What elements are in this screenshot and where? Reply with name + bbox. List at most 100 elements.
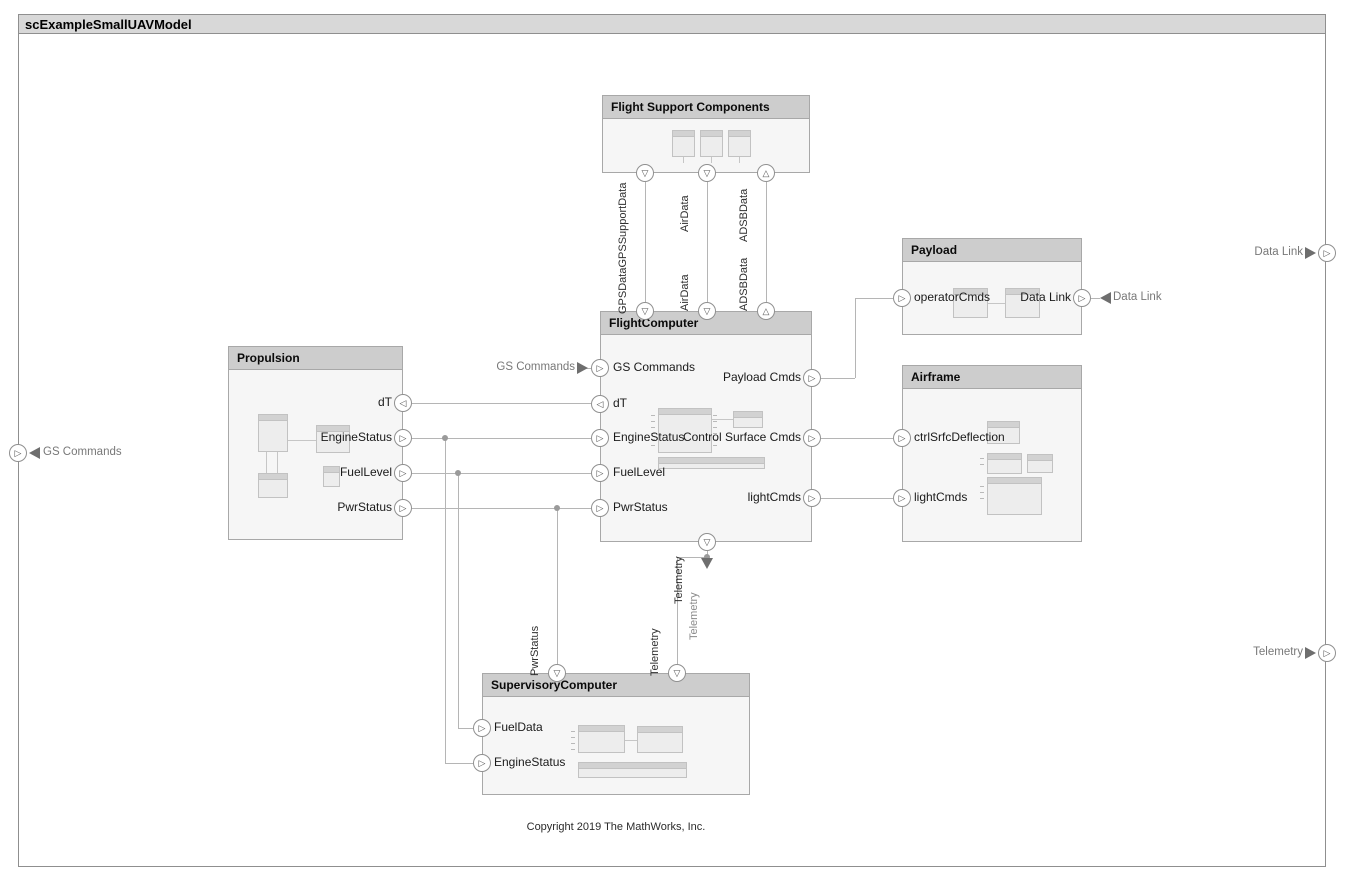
mini-block-wide: [578, 762, 687, 778]
line-label-pwrstatus: PwrStatus: [529, 625, 541, 676]
port-label: PwrStatus: [337, 500, 392, 514]
connector-enginestatus[interactable]: [412, 438, 591, 439]
triangle-left-icon: ◁: [399, 397, 407, 408]
boundary-port-gscommands[interactable]: ▷: [9, 444, 27, 462]
port-fc-fuellevel[interactable]: ▷: [591, 464, 609, 482]
mini-connector: [266, 452, 267, 473]
triangle-up-icon: △: [762, 305, 770, 316]
triangle-down-icon: ▽: [641, 167, 649, 178]
mini-block-tailboom: [987, 477, 1042, 515]
connector-payloadcmds[interactable]: [855, 298, 893, 299]
port-airframe-lightcmds[interactable]: ▷: [893, 489, 911, 507]
triangle-left-icon: ◁: [596, 398, 604, 409]
mini-block: [953, 288, 988, 318]
signal-arrow-icon: [1305, 647, 1316, 659]
mini-port-ticks: [571, 731, 575, 751]
connector-adsbdata[interactable]: [766, 182, 767, 302]
mini-block-engine: [258, 414, 288, 452]
port-payload-operatorcmds[interactable]: ▷: [893, 289, 911, 307]
port-label: GS Commands: [613, 360, 696, 374]
connector-pwrstatus[interactable]: [412, 508, 591, 509]
port-fc-dt[interactable]: ◁: [591, 395, 609, 413]
line-label-telemetry-tap: Telemetry: [688, 592, 700, 640]
triangle-right-icon: ▷: [808, 432, 816, 443]
port-sc-pwrstatus[interactable]: ▽: [548, 664, 566, 682]
port-fc-airdata-top[interactable]: ▽: [698, 302, 716, 320]
port-fsc-gpssupportdata[interactable]: ▽: [636, 164, 654, 182]
block-title: Propulsion: [229, 347, 402, 370]
connector-telemetry[interactable]: [677, 557, 707, 558]
port-airframe-ctrlsrfcdeflection[interactable]: ▷: [893, 429, 911, 447]
connector-pwrstatus-branch[interactable]: [557, 508, 558, 664]
connector-fuellevel-branch[interactable]: [458, 728, 473, 729]
port-fc-pwrstatus[interactable]: ▷: [591, 499, 609, 517]
port-fsc-airdata[interactable]: ▽: [698, 164, 716, 182]
mini-connector: [988, 303, 1005, 304]
connector-label-gscommands: GS Commands: [496, 361, 575, 373]
port-fc-payloadcmds[interactable]: ▷: [803, 369, 821, 387]
mini-block: [700, 130, 723, 157]
connector-datalink-stub[interactable]: [1091, 298, 1100, 299]
block-payload[interactable]: Payload: [902, 238, 1082, 335]
line-label-telemetry: Telemetry: [673, 556, 685, 604]
connector-lightcmds[interactable]: [821, 498, 893, 499]
port-fc-gpsdata-top[interactable]: ▽: [636, 302, 654, 320]
port-label: Control Surface Cmds: [682, 430, 801, 444]
port-fc-enginestatus[interactable]: ▷: [591, 429, 609, 447]
triangle-right-icon: ▷: [898, 492, 906, 503]
junction-dot: [442, 435, 448, 441]
boundary-port-datalink[interactable]: ▷: [1318, 244, 1336, 262]
connector-enginestatus-branch[interactable]: [445, 763, 473, 764]
connector-telemetry[interactable]: [677, 557, 678, 664]
connector-ctrlsurfacecmds[interactable]: [821, 438, 893, 439]
block-title: Airframe: [903, 366, 1081, 389]
connector-fuellevel-branch[interactable]: [458, 473, 459, 728]
line-label-adsbdata-top: ADSBData: [738, 188, 750, 242]
port-fc-adsbdata-top[interactable]: △: [757, 302, 775, 320]
mini-block-wide: [658, 457, 765, 469]
mini-block-wings: [987, 421, 1020, 444]
port-label: EngineStatus: [320, 430, 392, 444]
line-label-airdata-top: AirData: [679, 195, 691, 232]
mini-block-powermodule: [316, 425, 350, 453]
connector-payloadcmds[interactable]: [821, 378, 855, 379]
triangle-right-icon: ▷: [399, 432, 407, 443]
block-flight-computer[interactable]: FlightComputer: [600, 311, 812, 542]
junction-dot: [704, 554, 710, 560]
triangle-right-icon: ▷: [14, 447, 22, 458]
block-title: FlightComputer: [601, 312, 811, 335]
port-sc-enginestatus[interactable]: ▷: [473, 754, 491, 772]
port-fc-telemetry[interactable]: ▽: [698, 533, 716, 551]
port-sc-telemetry[interactable]: ▽: [668, 664, 686, 682]
port-fc-controlsurfacecmds[interactable]: ▷: [803, 429, 821, 447]
port-label: dT: [377, 395, 392, 409]
boundary-port-telemetry[interactable]: ▷: [1318, 644, 1336, 662]
port-payload-datalink[interactable]: ▷: [1073, 289, 1091, 307]
triangle-right-icon: ▷: [596, 432, 604, 443]
port-prop-enginestatus[interactable]: ▷: [394, 429, 412, 447]
block-title: Flight Support Components: [603, 96, 809, 119]
triangle-right-icon: ▷: [898, 292, 906, 303]
port-fsc-adsbdata[interactable]: △: [757, 164, 775, 182]
connector-dt[interactable]: [412, 403, 591, 404]
connector-fuellevel[interactable]: [412, 473, 591, 474]
port-prop-pwrstatus[interactable]: ▷: [394, 499, 412, 517]
connector-payloadcmds[interactable]: [855, 298, 856, 378]
connector-gpsdata[interactable]: [645, 182, 646, 302]
port-sc-fueldata[interactable]: ▷: [473, 719, 491, 737]
port-label: FuelData: [494, 720, 543, 734]
block-propulsion[interactable]: Propulsion: [228, 346, 403, 540]
port-label: Payload Cmds: [722, 370, 801, 384]
connector-enginestatus-branch[interactable]: [445, 438, 446, 763]
port-label: dT: [613, 396, 628, 410]
mini-block: [672, 130, 695, 157]
line-label-airdata-bottom: AirData: [679, 274, 691, 311]
port-fc-lightcmds[interactable]: ▷: [803, 489, 821, 507]
port-prop-fuellevel[interactable]: ▷: [394, 464, 412, 482]
port-prop-dt[interactable]: ◁: [394, 394, 412, 412]
triangle-right-icon: ▷: [1323, 647, 1331, 658]
port-fc-gscommands[interactable]: ▷: [591, 359, 609, 377]
triangle-down-icon: ▽: [703, 305, 711, 316]
connector-airdata[interactable]: [707, 182, 708, 302]
